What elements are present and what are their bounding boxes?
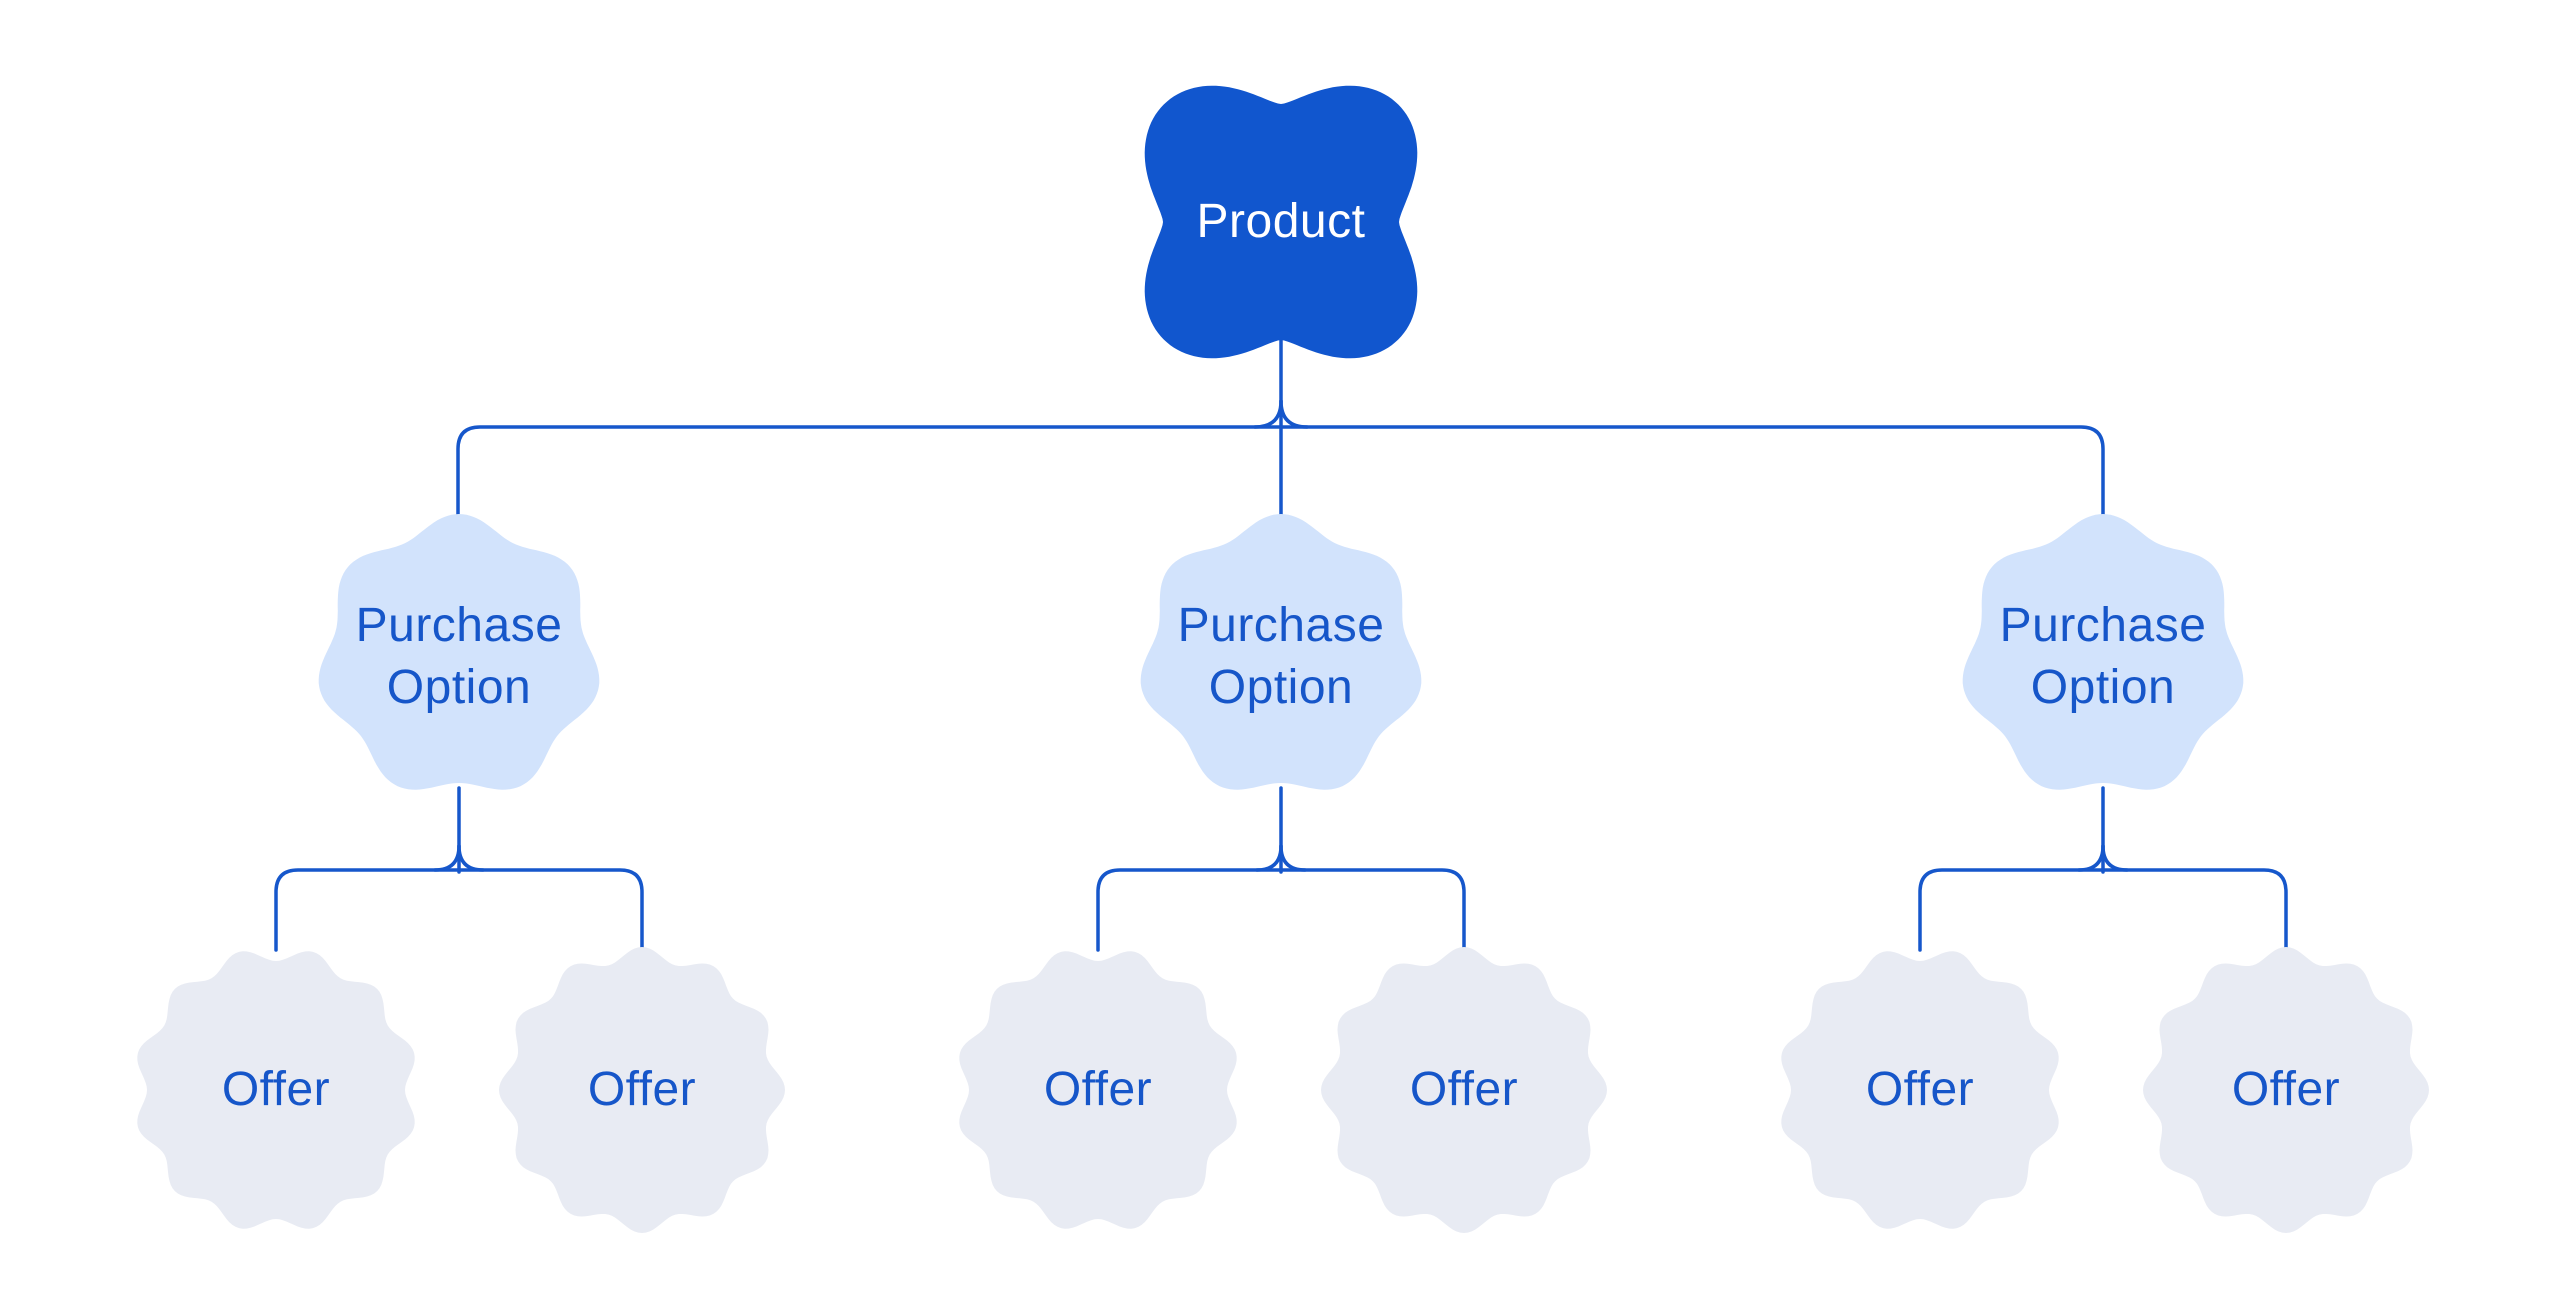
offer-node-1a: Offer [96, 910, 456, 1270]
product-blob-shape [1144, 85, 1418, 359]
connector-root-fillet-left [1253, 399, 1283, 429]
offer-blob-shape [137, 951, 415, 1229]
offer-label: Offer [1043, 1063, 1153, 1116]
offer-label: Offer [1409, 1063, 1519, 1116]
product-label: Product [1196, 195, 1366, 248]
offer-node-1b: Offer [462, 910, 822, 1270]
offer-blob-shape [959, 951, 1237, 1229]
offer-node-3b: Offer [2106, 910, 2466, 1270]
connector-branch1-horizontal [274, 868, 644, 952]
offer-blob-shape [2143, 947, 2429, 1233]
offer-blob-shape [1781, 951, 2059, 1229]
connector-branch2-fillet-left [1255, 844, 1283, 872]
purchase-option-node-2: Purchase Option [1101, 477, 1461, 837]
purchase-option-label: Purchase Option [355, 599, 563, 714]
offer-label: Offer [221, 1063, 331, 1116]
connector-branch2-horizontal [1096, 868, 1466, 952]
connector-root-horizontal [456, 425, 2105, 518]
purchase-option-label: Purchase Option [1177, 599, 1385, 714]
offer-label: Offer [2231, 1063, 2341, 1116]
purchase-option-blob-shape [1140, 514, 1422, 790]
offer-label: Offer [1865, 1063, 1975, 1116]
connector-root-fillet-right [1279, 399, 1309, 429]
connector-branch1-fillet-right [457, 844, 485, 872]
connector-branch3-fillet-left [2077, 844, 2105, 872]
offer-node-2a: Offer [918, 910, 1278, 1270]
purchase-option-node-3: Purchase Option [1923, 477, 2283, 837]
product-node: Product [1101, 42, 1461, 402]
offer-label: Offer [587, 1063, 697, 1116]
connector-branch2-fillet-right [1279, 844, 1307, 872]
offer-node-3a: Offer [1740, 910, 2100, 1270]
purchase-option-blob-shape [1962, 514, 2244, 790]
connector-branch3-fillet-right [2101, 844, 2129, 872]
offer-blob-shape [499, 947, 785, 1233]
connector-branch3-horizontal [1918, 868, 2288, 952]
purchase-option-blob-shape [318, 514, 600, 790]
purchase-option-node-1: Purchase Option [279, 477, 639, 837]
offer-node-2b: Offer [1284, 910, 1644, 1270]
connector-branch1-fillet-left [433, 844, 461, 872]
purchase-option-label: Purchase Option [1999, 599, 2207, 714]
offer-blob-shape [1321, 947, 1607, 1233]
